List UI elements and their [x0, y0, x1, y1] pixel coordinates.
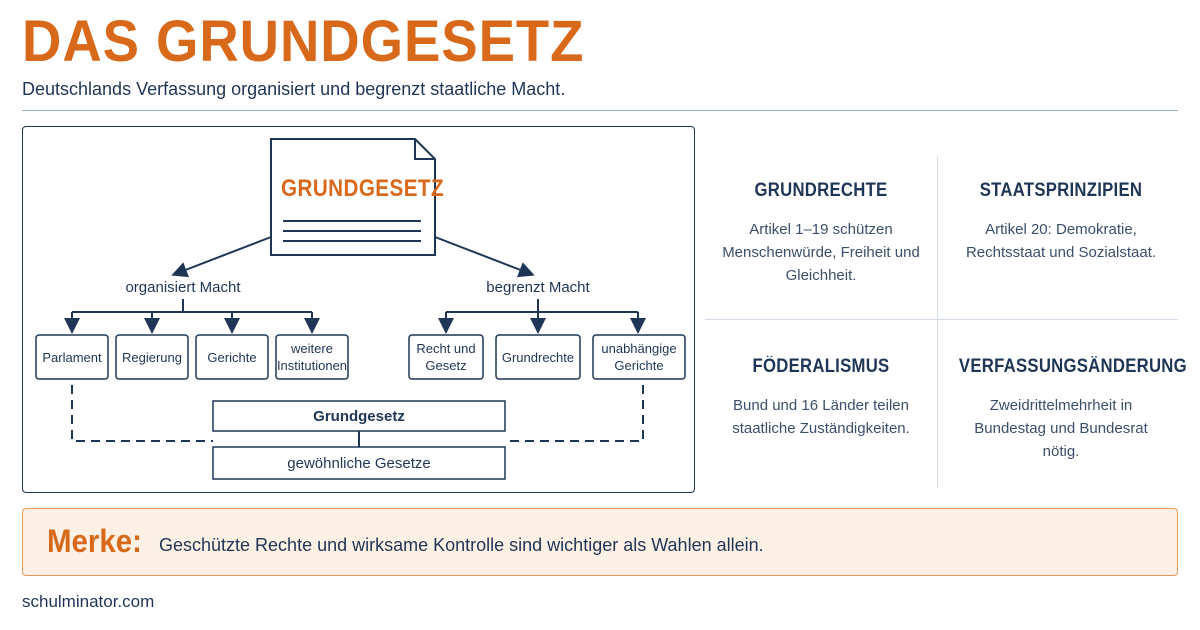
- box-gerichte: Gerichte: [207, 349, 257, 365]
- hierarchy-bottom: gewöhnliche Gesetze: [287, 454, 431, 472]
- document-icon: [270, 138, 436, 256]
- diagram-lines: [35, 138, 686, 480]
- header-divider: [22, 110, 1178, 111]
- box-unabhaengige-gerichte: unabhängige Gerichte: [601, 341, 677, 373]
- info-heading: FÖDERALISMUS: [752, 356, 890, 377]
- merke-box: Merke: Geschützte Rechte und wirksame Ko…: [22, 508, 1178, 576]
- info-cell-foederalismus: FÖDERALISMUS Bund und 16 Länder teilen s…: [705, 356, 937, 440]
- info-heading: VERFASSUNGSÄNDERUNG: [958, 356, 1187, 377]
- document-title: GRUNDGESETZ: [281, 175, 444, 202]
- info-heading: GRUNDRECHTE: [754, 180, 888, 201]
- info-cell-grundrechte: GRUNDRECHTE Artikel 1–19 schützen Mensch…: [705, 180, 937, 287]
- grid-divider-vertical: [937, 156, 938, 488]
- box-recht-und-gesetz: Recht und Gesetz: [416, 341, 476, 373]
- page-subtitle: Deutschlands Verfassung organisiert und …: [22, 79, 566, 99]
- info-grid: GRUNDRECHTE Artikel 1–19 schützen Mensch…: [705, 156, 1187, 488]
- info-text: Zweidrittelmehrheit in Bundestag und Bun…: [974, 397, 1148, 460]
- arrow-right-branch: [434, 236, 535, 278]
- box-weitere-institutionen: weitere Institutionen: [276, 341, 348, 373]
- info-cell-verfassungsaenderung: VERFASSUNGSÄNDERUNG Zweidrittelmehrheit …: [945, 356, 1187, 463]
- box-parlament: Parlament: [42, 349, 102, 365]
- grid-divider-horizontal: [705, 319, 1178, 320]
- info-text: Artikel 20: Demokratie, Rechtsstaat und …: [965, 221, 1157, 261]
- branch-label-right: begrenzt Macht: [486, 279, 590, 296]
- hierarchy-top: Grundgesetz: [313, 407, 405, 425]
- merke-text: Geschützte Rechte und wirksame Kontrolle…: [159, 535, 764, 555]
- footer-site: schulminator.com: [22, 592, 155, 611]
- page-title: DAS GRUNDGESETZ: [22, 9, 585, 74]
- info-cell-staatsprinzipien: STAATSPRINZIPIEN Artikel 20: Demokratie,…: [945, 180, 1177, 264]
- diagram-panel: GRUNDGESETZ organisiert Macht begrenzt M…: [22, 126, 695, 493]
- merke-label: Merke:: [47, 523, 142, 559]
- box-regierung: Regierung: [122, 349, 182, 365]
- info-text: Artikel 1–19 schützen Menschenwürde, Fre…: [722, 221, 920, 284]
- info-text: Bund und 16 Länder teilen staatliche Zus…: [732, 397, 910, 437]
- branch-label-left: organisiert Macht: [125, 279, 241, 296]
- box-grundrechte: Grundrechte: [501, 349, 575, 365]
- arrow-left-branch: [171, 236, 272, 278]
- info-heading: STAATSPRINZIPIEN: [979, 180, 1143, 201]
